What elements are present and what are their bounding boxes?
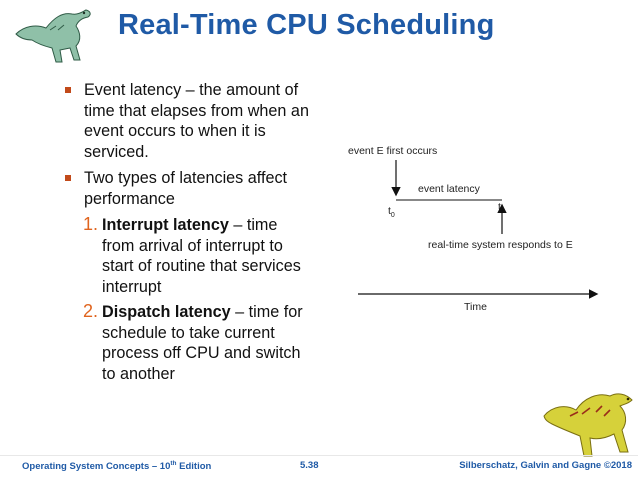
event-latency-diagram: event E first occurs event latency t0 t1… (348, 145, 599, 313)
bullet-list: Event latency – the amount of time that … (62, 80, 312, 389)
item-number: 2. (83, 301, 99, 321)
footer-book-title: Operating System Concepts – 10th Edition (22, 460, 212, 473)
dinosaur-logo-icon (543, 393, 633, 457)
numbered-item-interrupt-latency: 1. Interrupt latency – time from arrival… (62, 214, 312, 297)
bullet-item-latency-types: Two types of latencies affect performanc… (62, 168, 312, 209)
bullet-text: Two types of latencies affect performanc… (84, 169, 288, 208)
numbered-item-dispatch-latency: 2. Dispatch latency – time for schedule … (62, 301, 312, 384)
page-title: Real-Time CPU Scheduling (118, 9, 495, 41)
square-bullet-icon (65, 87, 71, 93)
t0-label: t0 (388, 205, 395, 219)
bullet-text: Event latency – the amount of time that … (84, 81, 309, 161)
item-description: – time from arrival of interrupt to star… (102, 216, 301, 296)
footer: Operating System Concepts – 10th Edition… (0, 458, 638, 478)
slide-number: 5.38 (300, 460, 319, 471)
item-term: Interrupt latency (102, 216, 229, 234)
dinosaur-logo-icon (15, 9, 91, 63)
item-term: Dispatch latency (102, 303, 231, 321)
bullet-item-event-latency: Event latency – the amount of time that … (62, 80, 312, 162)
time-label: Time (464, 301, 487, 313)
item-number: 1. (83, 214, 99, 234)
response-label: real-time system responds to E (428, 239, 573, 251)
event-latency-label: event latency (418, 183, 481, 195)
footer-authors: Silberschatz, Galvin and Gagne ©2018 (459, 460, 632, 471)
item-description: – time for schedule to take current proc… (102, 303, 303, 383)
footer-divider (0, 455, 638, 456)
event-occurs-label: event E first occurs (348, 145, 437, 157)
square-bullet-icon (65, 175, 71, 181)
